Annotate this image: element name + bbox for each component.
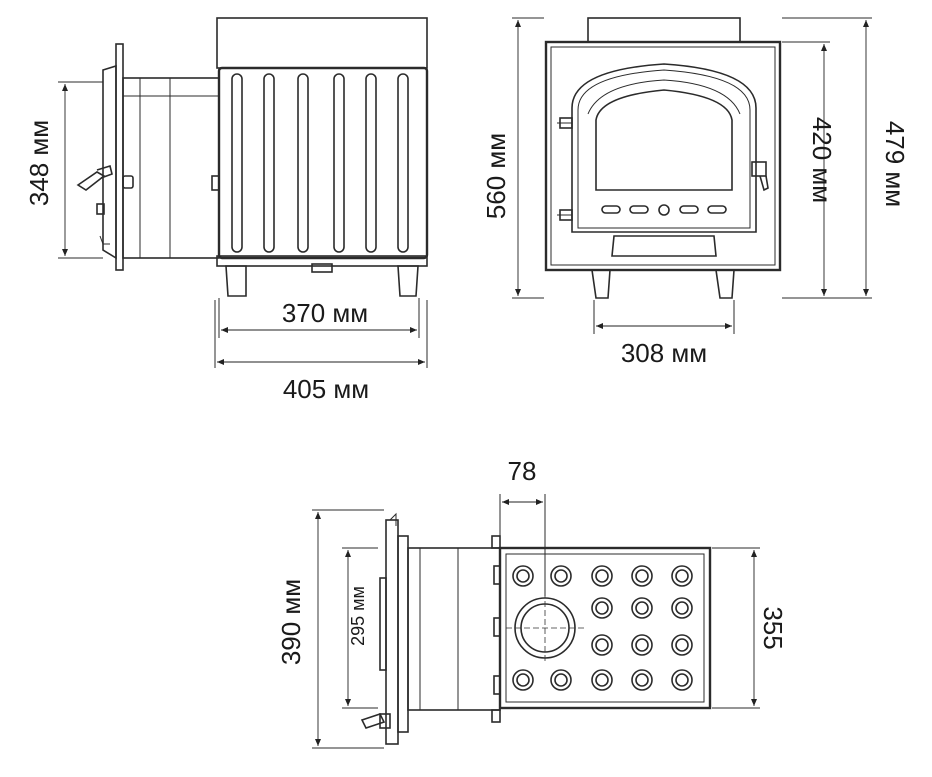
dim-label-479: 479 мм [880, 121, 910, 207]
top-fire-tunnel [407, 547, 501, 711]
dim-label-295: 295 мм [348, 586, 368, 646]
top-view: 78 390 мм 295 мм 355 [276, 456, 788, 749]
front-door-hinges [557, 117, 573, 221]
dim-label-355: 355 [758, 606, 788, 649]
front-top-block [587, 17, 741, 43]
front-glass-window [595, 89, 733, 191]
front-door-latch [751, 161, 769, 192]
side-ribs [231, 73, 409, 253]
dim-label-78: 78 [508, 456, 537, 486]
dim-label-390: 390 мм [276, 579, 306, 665]
side-door-handle [76, 164, 134, 245]
dim-label-560: 560 мм [481, 133, 511, 219]
front-ash-drawer [611, 235, 717, 257]
top-door-handle [360, 713, 391, 729]
side-base [216, 255, 428, 267]
front-leg-left [591, 269, 611, 299]
side-leg-right [397, 265, 419, 297]
side-view: 348 мм 370 мм 405 мм [24, 17, 429, 404]
front-air-vents [601, 204, 727, 216]
side-leg-left [225, 265, 247, 297]
front-leg-right [715, 269, 735, 299]
dim-label-308: 308 мм [621, 338, 707, 368]
dim-label-420: 420 мм [807, 117, 837, 203]
side-top-block [216, 17, 428, 69]
front-body [544, 40, 782, 272]
top-mounting-plate [385, 519, 399, 745]
top-body [498, 546, 712, 710]
side-body [217, 66, 429, 260]
dim-label-405: 405 мм [283, 374, 369, 404]
top-stone-holes [512, 565, 693, 691]
dim-label-348: 348 мм [24, 120, 54, 206]
side-door-profile [102, 64, 117, 260]
side-fire-tunnel [122, 77, 220, 259]
top-flue-pipe [506, 592, 586, 664]
front-door-frame [571, 63, 757, 233]
front-view: 560 мм 420 мм 479 мм 308 мм [481, 17, 910, 368]
side-mounting-plate [115, 43, 124, 271]
dim-label-370: 370 мм [282, 298, 368, 328]
